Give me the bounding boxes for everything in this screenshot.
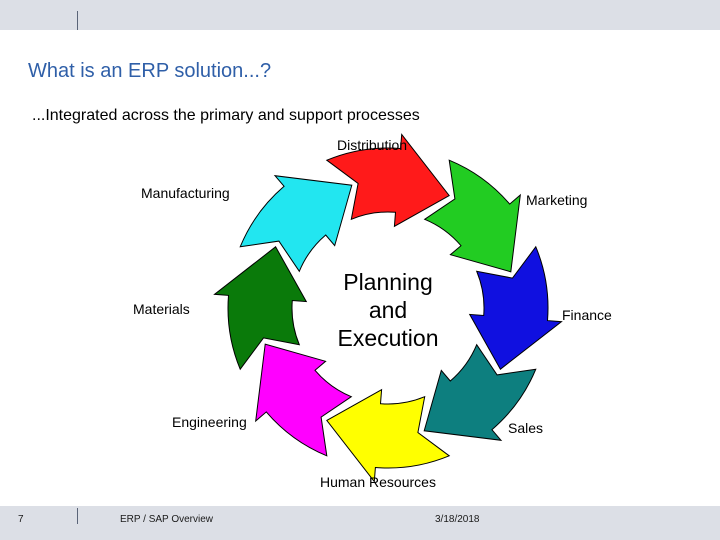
segment-label-manufacturing: Manufacturing xyxy=(141,185,230,201)
segment-label-engineering: Engineering xyxy=(172,414,247,430)
footer-bar xyxy=(0,506,720,540)
header-divider xyxy=(77,11,78,30)
center-line-3: Execution xyxy=(337,325,439,351)
arrow-segment-engineering xyxy=(255,343,353,457)
center-line-1: Planning xyxy=(343,269,433,295)
header-bar xyxy=(0,0,720,30)
slide-subtitle: ...Integrated across the primary and sup… xyxy=(32,107,420,124)
footer-date: 3/18/2018 xyxy=(435,514,480,525)
slide-title: What is an ERP solution...? xyxy=(28,60,272,82)
center-label: Planning and Execution xyxy=(318,268,458,352)
center-line-2: and xyxy=(368,297,408,323)
segment-label-human-resources: Human Resources xyxy=(320,474,436,490)
arrow-segment-human-resources xyxy=(326,388,451,483)
arrow-segment-manufacturing xyxy=(239,175,353,273)
segment-label-sales: Sales xyxy=(508,420,544,436)
arrow-segment-materials xyxy=(213,246,308,371)
footer-divider xyxy=(77,508,78,524)
segment-label-marketing: Marketing xyxy=(526,192,588,208)
segment-label-distribution: Distribution xyxy=(337,137,408,153)
page-number: 7 xyxy=(18,514,24,525)
arrow-segment-finance xyxy=(468,245,563,370)
segment-label-finance: Finance xyxy=(562,307,612,323)
arrow-segment-sales xyxy=(423,343,537,441)
arrow-segment-marketing xyxy=(423,159,521,273)
arrow-segment-distribution xyxy=(325,133,450,228)
presentation-name: ERP / SAP Overview xyxy=(120,514,213,525)
segment-label-materials: Materials xyxy=(133,301,190,317)
